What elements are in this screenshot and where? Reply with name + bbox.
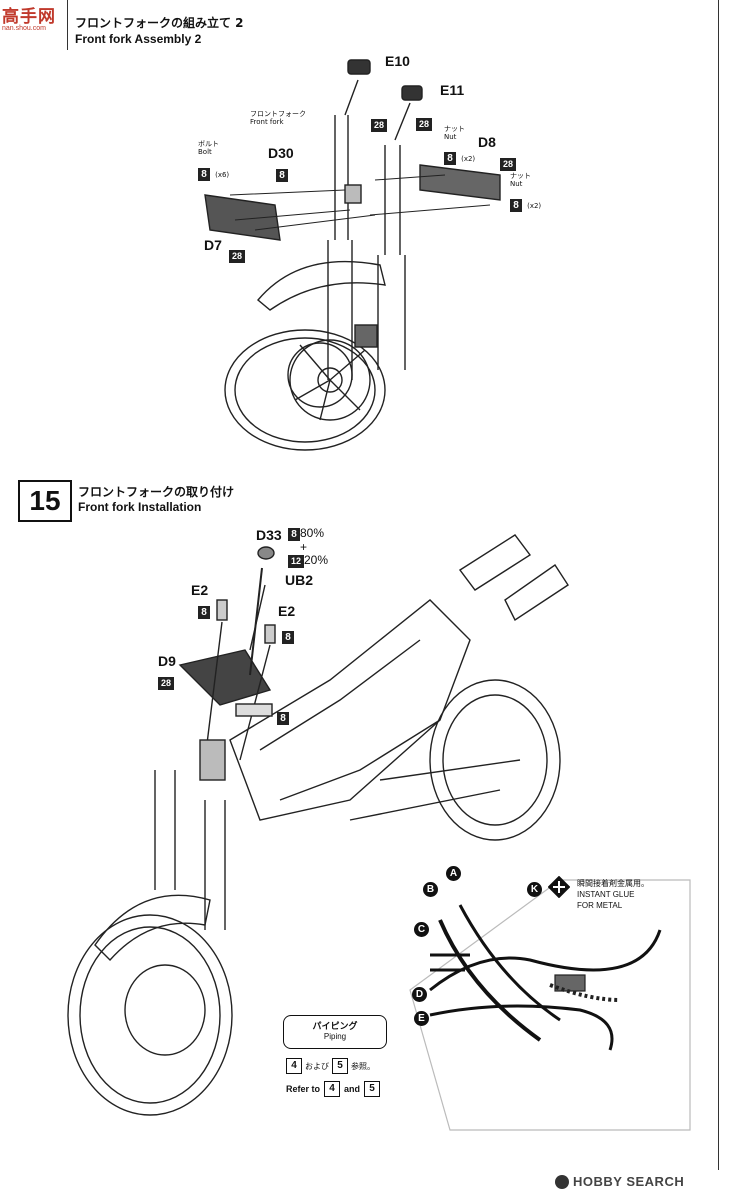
code-8-e2-left: 8 — [198, 600, 210, 619]
code-28-d7: 28 — [229, 244, 245, 263]
callout-k: K — [527, 882, 542, 897]
step14-title-en: Front fork Assembly 2 — [75, 32, 202, 46]
glue-icon — [548, 876, 570, 898]
callout-a: A — [446, 866, 461, 881]
logo-icon — [555, 1174, 569, 1189]
part-e2-left: E2 — [191, 582, 209, 598]
refer-en: Refer to 4 and 5 — [286, 1081, 381, 1097]
part-d9: D9 — [158, 653, 176, 669]
part-e10: E10 — [385, 53, 410, 69]
right-rule — [718, 0, 719, 1170]
left-rule — [67, 0, 68, 50]
part-d30: D30 — [268, 145, 294, 161]
nut-label-bottom: ナット Nut — [510, 172, 531, 188]
callout-d: D — [412, 987, 427, 1002]
refer-jp: 4 および 5 参照。 — [286, 1058, 375, 1074]
callout-e: E — [414, 1011, 429, 1026]
piping-box: パイピング Piping — [283, 1015, 387, 1049]
code-28-d9: 28 — [158, 671, 174, 690]
step15-number: 15 — [18, 480, 72, 522]
part-e2-right: E2 — [278, 603, 296, 619]
bolt-code: 8 (x6) — [198, 162, 229, 181]
step15-illustration — [67, 534, 691, 1131]
bolt-label: ボルト Bolt — [198, 140, 219, 156]
step14-title-jp: フロントフォークの組み立て 2 — [75, 16, 244, 30]
step14-illustration — [204, 59, 501, 451]
part-d33: D33 — [256, 527, 282, 543]
code-8-small-part: 8 — [277, 706, 289, 725]
callout-b: B — [423, 882, 438, 897]
callout-c: C — [414, 922, 429, 937]
nut-code-bottom: 8 (x2) — [510, 193, 541, 212]
code-28-e11: 28 — [416, 112, 432, 131]
nut-label-top: ナット Nut — [444, 125, 465, 141]
code-8-e2-right: 8 — [282, 625, 294, 644]
watermark-text: 高手网 — [2, 7, 56, 27]
nut-code-top: 8 (x2) — [444, 146, 475, 165]
piping-en: Piping — [323, 1032, 347, 1041]
watermark-url: nan.shou.com — [2, 25, 46, 32]
code-8-d30: 8 — [276, 163, 288, 182]
piping-jp: パイピング — [312, 1022, 358, 1032]
part-ub2: UB2 — [285, 572, 314, 588]
part-e11: E11 — [440, 82, 465, 98]
step15-title-jp: フロントフォークの取り付け — [78, 485, 235, 499]
watermark: 高手网 nan.shou.com — [2, 2, 66, 46]
part-d7: D7 — [204, 237, 222, 253]
glue-note: 瞬間接着剤金属用。 INSTANT GLUE FOR METAL — [577, 879, 649, 910]
step15-title-en: Front fork Installation — [78, 500, 202, 514]
code-28-e10: 28 — [371, 113, 387, 132]
footer-logo: HOBBY SEARCH — [555, 1174, 684, 1189]
code-28-d8: 28 — [500, 152, 516, 171]
front-fork-label: フロントフォーク Front fork — [250, 110, 306, 126]
part-d8: D8 — [478, 134, 496, 150]
